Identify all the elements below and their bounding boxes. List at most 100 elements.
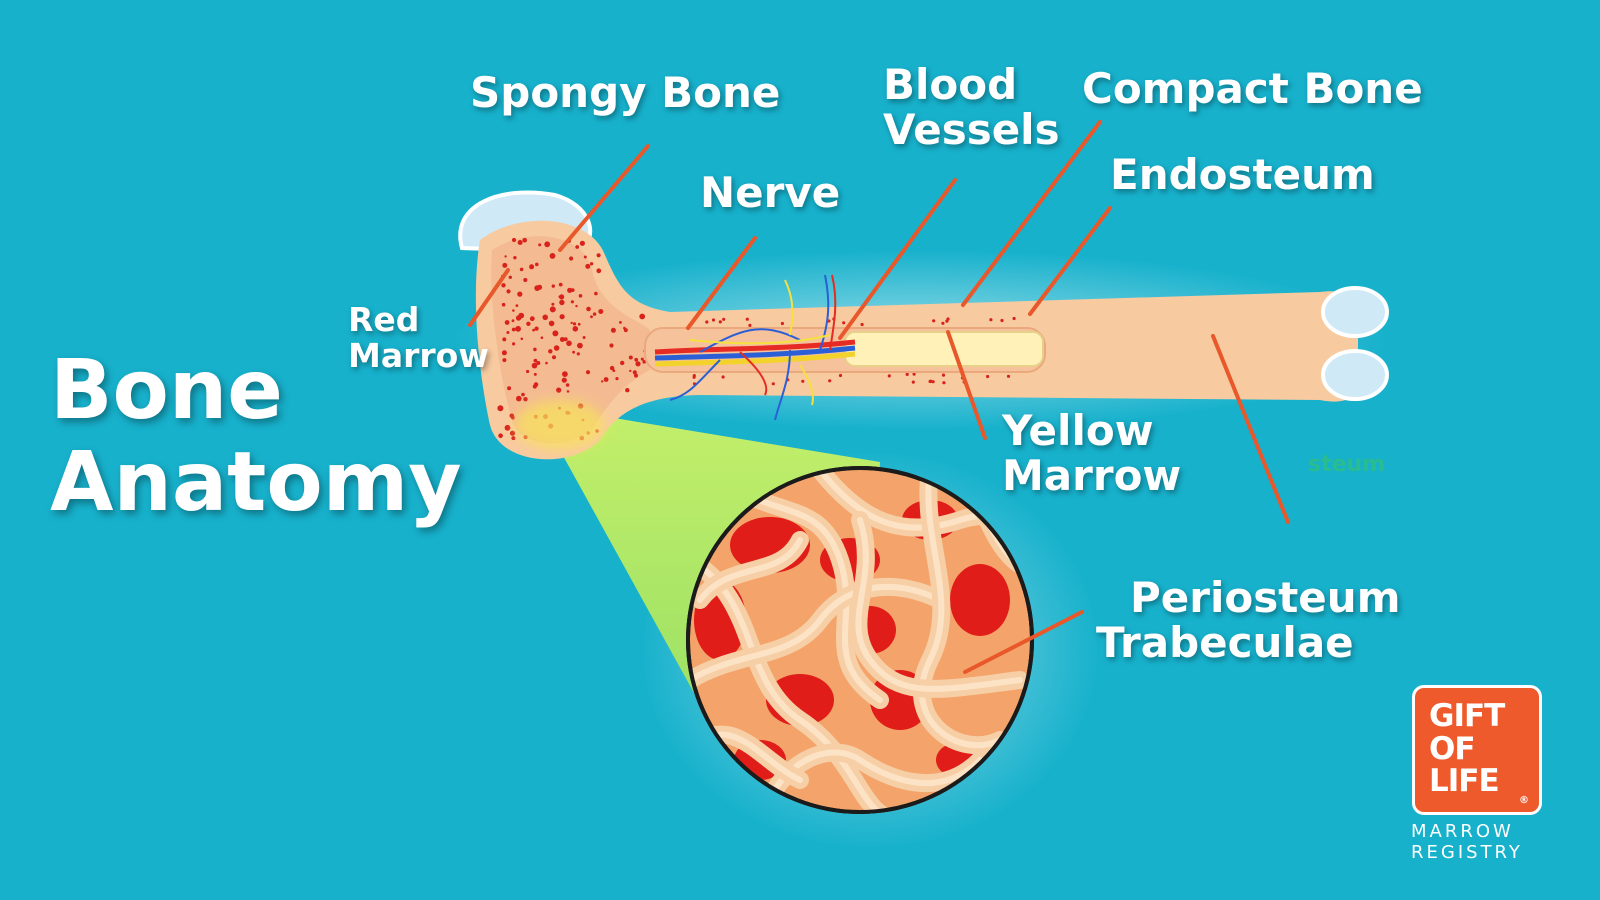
marrow-speck [598, 309, 604, 314]
marrow-speck [941, 373, 946, 377]
marrow-speck [748, 323, 752, 327]
marrow-speck [518, 312, 525, 319]
marrow-speck [842, 321, 846, 325]
marrow-speck [721, 375, 725, 379]
marrow-speck [780, 321, 785, 326]
marrow-speck [629, 369, 632, 373]
marrow-pocket [950, 564, 1010, 636]
label-blood-vessels-line-2: Vessels [883, 105, 1060, 155]
logo-line-1: GIFT [1429, 698, 1505, 734]
marrow-speck [507, 386, 512, 391]
marrow-speck [529, 316, 535, 322]
marrow-speck [887, 374, 891, 378]
marrow-speck [508, 275, 512, 279]
marrow-speck [558, 295, 561, 298]
marrow-speck [511, 327, 516, 332]
marrow-speck [601, 380, 604, 383]
marrow-speck [509, 430, 516, 436]
marrow-speck [536, 361, 541, 365]
marrow-speck [544, 241, 551, 248]
marrow-speck [552, 330, 559, 337]
trabeculae-network [688, 468, 1032, 812]
marrow-speck [1006, 374, 1011, 378]
marrow-speck [526, 369, 530, 374]
label-yellow-marrow: Yellow Marrow [1002, 408, 1181, 499]
marrow-speck [502, 358, 507, 363]
marrow-speck [705, 320, 709, 324]
cartilage-knob-lower [1321, 349, 1389, 401]
marrow-speck [566, 340, 572, 347]
marrow-speck [929, 379, 933, 383]
marrow-speck [551, 302, 555, 306]
marrow-speck [570, 300, 575, 304]
marrow-speck [905, 372, 909, 376]
leader-endosteum [1028, 206, 1112, 316]
marrow-speck [572, 350, 575, 354]
logo-subtitle: MARROW REGISTRY [1411, 821, 1523, 863]
marrow-speck [506, 331, 510, 334]
marrow-speck [533, 358, 538, 363]
marrow-speck [511, 436, 516, 441]
marrow-speck [946, 317, 950, 321]
leader-spongy-bone [558, 144, 650, 252]
marrow-speck [533, 347, 537, 352]
marrow-speck [511, 319, 515, 323]
marrow-speck [519, 267, 524, 272]
cartilage-knob-upper [1321, 286, 1389, 338]
marrow-speck [592, 312, 597, 316]
marrow-speck [594, 291, 598, 296]
registered-mark: ® [1519, 794, 1529, 806]
marrow-speck [559, 294, 565, 300]
marrow-speck [596, 253, 601, 258]
trabecula-highlight [697, 537, 803, 603]
marrow-speck [912, 372, 916, 376]
marrow-speck [502, 262, 508, 268]
marrow-speck [548, 349, 553, 354]
marrow-speck [502, 337, 507, 342]
trabecula-highlight [919, 468, 1003, 749]
label-trabeculae: Trabeculae [1096, 618, 1354, 667]
marrow-speck [931, 380, 935, 384]
marrow-speck [523, 397, 528, 402]
marrow-speck [534, 285, 541, 291]
marrow-speck [569, 256, 574, 261]
marrow-speck [513, 256, 517, 260]
logo-line-3: LIFE [1429, 763, 1500, 800]
trabecula-highlight [688, 557, 903, 812]
marrow-speck [521, 392, 525, 397]
marrow-speck [989, 318, 993, 322]
title-line-2: Anatomy [50, 434, 462, 530]
marrow-speck [642, 360, 646, 364]
marrow-speck [639, 313, 646, 320]
marrow-speck [549, 253, 556, 259]
leader-red-marrow [468, 268, 510, 327]
marrow-speck [575, 245, 580, 249]
marrow-speck [577, 342, 583, 349]
marrow-speck [771, 382, 775, 386]
marrow-speck [932, 319, 936, 323]
marrow-speck [828, 379, 832, 383]
marrow-speck [572, 322, 577, 326]
marrow-speck [511, 415, 515, 420]
marrow-speck [523, 277, 528, 283]
marrow-speck [609, 343, 614, 348]
marrow-speck [585, 370, 591, 375]
marrow-speck [1000, 318, 1004, 323]
marrow-speck [531, 362, 538, 369]
leader-compact-bone [961, 120, 1102, 307]
spongy-bone-region [491, 236, 650, 444]
marrow-speck [615, 377, 619, 381]
page-title: Bone Anatomy [50, 345, 462, 529]
marrow-speck [516, 395, 522, 402]
label-red-marrow-line-2: Marrow [348, 335, 489, 375]
marrow-speck [610, 327, 616, 333]
marrow-speck [511, 342, 516, 346]
marrow-speck [504, 320, 510, 325]
marrow-speck [860, 322, 864, 327]
marrow-speck [640, 357, 644, 361]
marrow-speck [520, 337, 524, 341]
leader-nerve [686, 236, 757, 330]
marrow-speck [535, 262, 539, 267]
marrow-speck [501, 350, 507, 356]
